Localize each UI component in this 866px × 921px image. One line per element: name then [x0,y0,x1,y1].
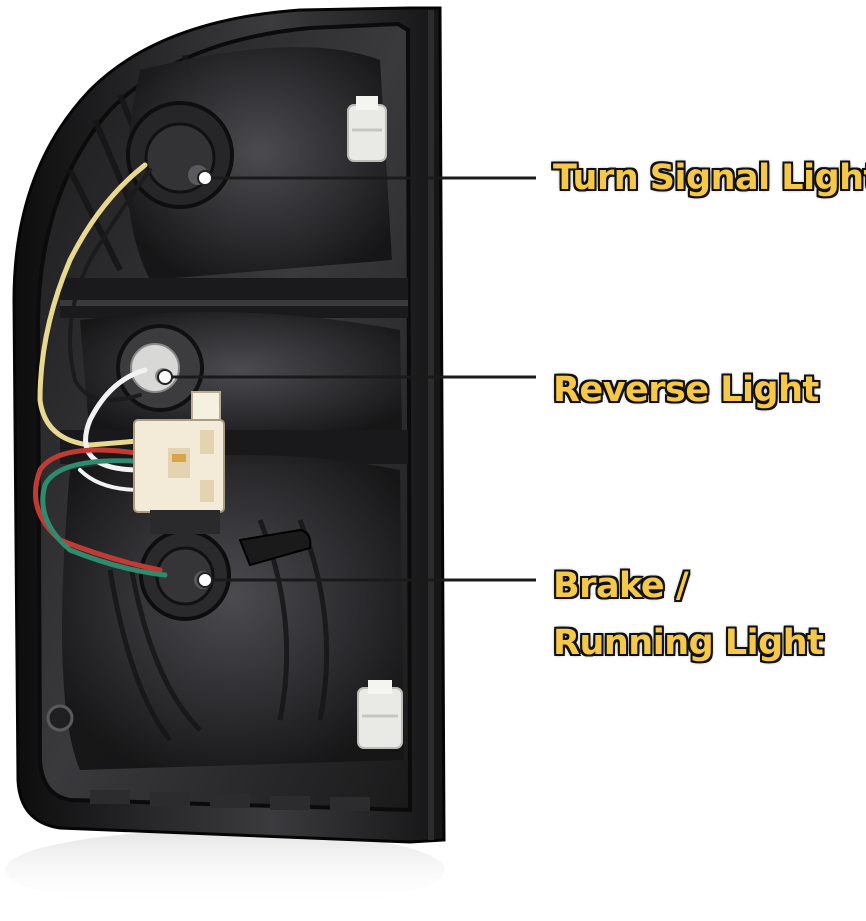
bottom-rim [90,790,370,811]
callout-lines [165,176,536,582]
lower-reflector-bowl [62,455,404,770]
mount-screw-icon [46,704,74,732]
white-plastic-clip-icon [357,680,403,749]
divider-band-upper [60,278,408,318]
turn-signal-light-label: Turn Signal Light [553,158,866,198]
housing-edge-highlight [428,10,434,840]
callout-dots [157,170,213,588]
brake-running-light-label: Brake / Running Light [553,566,824,665]
brake-label-line2: Running Light [553,623,824,664]
floor-reflection [5,830,445,910]
wiring-harness [33,162,168,578]
callout-dot-turn [197,170,213,186]
wire-connector-icon [133,391,225,534]
reverse-light-label: Reverse Light [553,370,819,410]
brake-label-line1: Brake / [553,566,689,606]
white-plastic-clip-icon [347,96,387,162]
callout-dot-brake [197,572,213,588]
turn-signal-socket-icon [126,101,234,209]
callout-dot-reverse [157,369,173,385]
vent-elbow [238,528,312,567]
divider-band-upper-highlight [60,300,408,306]
